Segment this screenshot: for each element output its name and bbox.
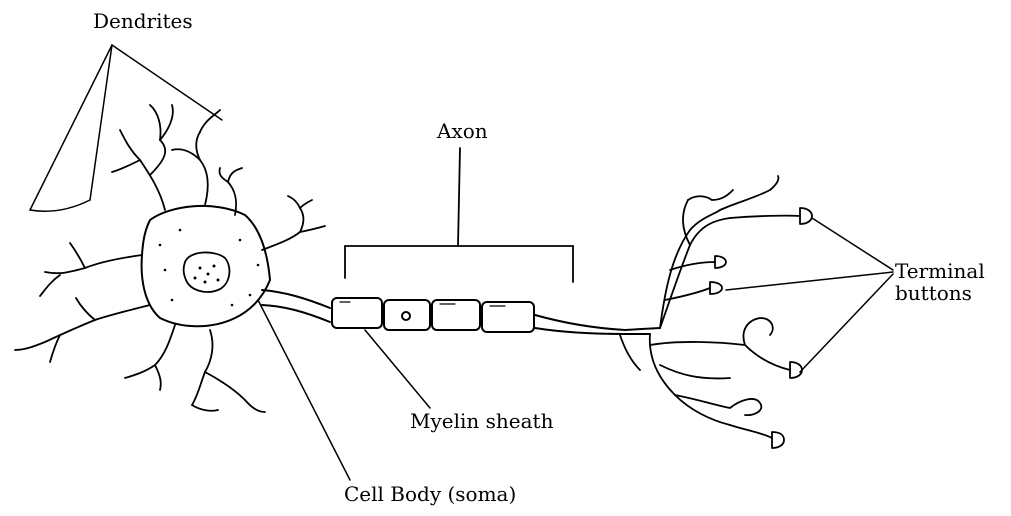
myelin-segments (332, 298, 534, 332)
terminal-label-line1: Terminal (895, 260, 985, 282)
dendrites-pointer-lines (30, 45, 222, 211)
nucleus (184, 252, 230, 292)
terminal-pointer-lines (726, 218, 893, 372)
terminal-buttons-label: Terminal buttons (895, 260, 985, 304)
myelin-pointer-line (365, 330, 430, 408)
dendrite-branches (15, 105, 325, 412)
cytoplasm-dots (159, 229, 260, 307)
axon-terminals (620, 176, 812, 448)
axon-bracket (345, 148, 573, 282)
axon-core (262, 290, 660, 334)
axon-label: Axon (437, 120, 488, 142)
myelin-sheath-label: Myelin sheath (410, 410, 553, 432)
cell-body-label: Cell Body (soma) (344, 483, 516, 505)
terminal-label-line2: buttons (895, 282, 985, 304)
cell-body-outline (142, 206, 270, 326)
dendrites-label: Dendrites (93, 10, 193, 32)
